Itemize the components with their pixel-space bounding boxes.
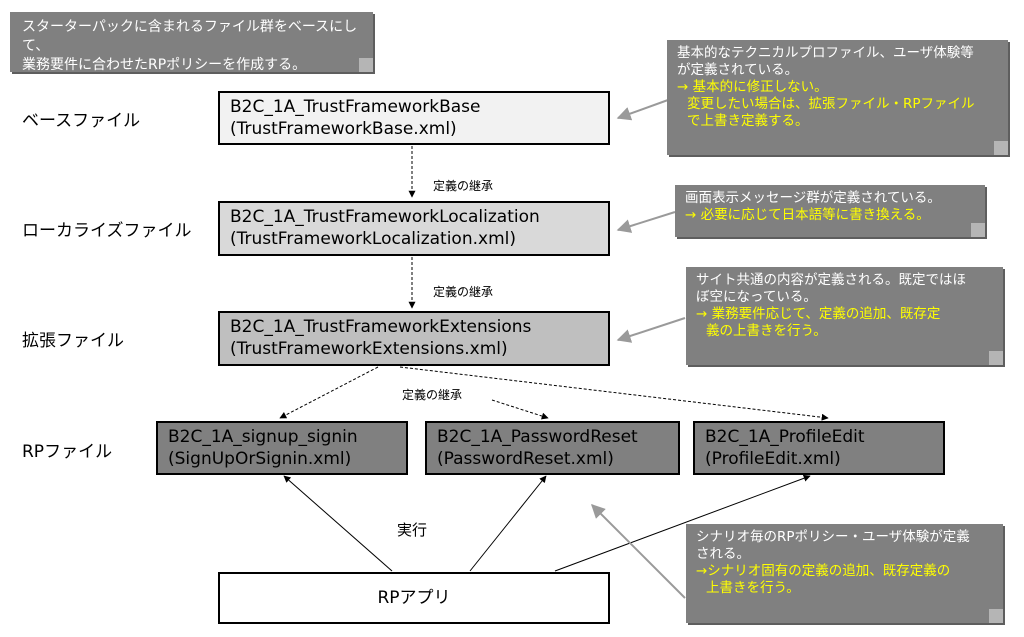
intro-note: スターターパックに含まれるファイル群をベースにして、 業務要件に合わせたRPポリ… [10,12,373,73]
localization-note-fold [971,223,985,237]
inherit-arrow-extensions-signup [279,366,379,419]
rp-password-xml: (PasswordReset.xml) [437,449,614,469]
extensions-file-box: B2C_1A_TrustFrameworkExtensions (TrustFr… [218,311,610,366]
row-label-localization: ローカライズファイル [22,221,192,241]
inherit-arrow-extensions-profile [399,366,829,421]
extensions-note-line-1: サイト共通の内容が定義される。既定ではほ [696,272,966,288]
execute-arrow-signup [283,475,393,572]
rp-profile-name: B2C_1A_ProfileEdit [705,427,865,447]
extensions-file-name: B2C_1A_TrustFrameworkExtensions [230,317,532,337]
base-note-line-2: が定義されている。 [677,62,799,78]
base-file-name: B2C_1A_TrustFrameworkBase [230,97,481,117]
callout-arrow-rp [591,504,686,599]
inherit-label-3: 定義の継承 [402,388,463,402]
row-label-extensions: 拡張ファイル [22,331,124,351]
rp-profile-xml: (ProfileEdit.xml) [705,449,841,469]
base-file-box: B2C_1A_TrustFrameworkBase (TrustFramewor… [218,91,610,145]
extensions-note-fold [989,351,1003,365]
rp-note: シナリオ毎のRPポリシー・ユーザ体験が定義 される。 →シナリオ固有の定義の追加… [686,524,1003,623]
localization-file-xml: (TrustFrameworkLocalization.xml) [230,229,516,249]
extensions-file-xml: (TrustFrameworkExtensions.xml) [230,339,508,359]
callout-arrow-extensions [616,317,686,343]
row-label-base: ベースファイル [22,111,141,131]
rp-password-name: B2C_1A_PasswordReset [437,427,638,447]
inherit-label-2: 定義の継承 [433,285,494,299]
rp-note-emphasis-2: 上書きを行う。 [706,580,800,596]
base-note-emphasis-1: → 基本的に修正しない。 [677,79,828,95]
intro-note-line-2: 業務要件に合わせたRPポリシーを作成する。 [22,57,307,73]
rp-note-line-1: シナリオ毎のRPポリシー・ユーザ体験が定義 [696,529,970,545]
rp-signup-name: B2C_1A_signup_signin [168,427,358,447]
rp-note-fold [989,609,1003,623]
localization-note-emphasis-1: → 必要に応じて日本語等に書き換える。 [685,207,930,223]
inherit-arrow-extensions-password [491,399,549,420]
rp-password-box: B2C_1A_PasswordReset (PasswordReset.xml) [425,421,680,475]
rp-app-box: RPアプリ [218,572,610,624]
extensions-note: サイト共通の内容が定義される。既定ではほ ぼ空になっている。 → 業務要件応じて… [686,267,1003,365]
localization-note-line-1: 画面表示メッセージ群が定義されている。 [685,190,941,206]
localization-file-name: B2C_1A_TrustFrameworkLocalization [230,207,540,227]
execute-arrow-profile [554,474,811,572]
base-note-fold [994,141,1008,155]
base-file-xml: (TrustFrameworkBase.xml) [230,119,457,139]
rp-signup-box: B2C_1A_signup_signin (SignUpOrSignin.xml… [156,421,408,475]
base-note-emphasis-2: 変更したい場合は、拡張ファイル・RPファイル [687,96,975,112]
rp-signup-xml: (SignUpOrSignin.xml) [168,449,352,469]
rp-profile-box: B2C_1A_ProfileEdit (ProfileEdit.xml) [693,421,945,475]
rp-app-label: RPアプリ [377,588,451,608]
execute-label: 実行 [397,521,428,539]
row-label-rp: RPファイル [22,442,113,462]
inherit-label-1: 定義の継承 [433,179,494,193]
extensions-note-line-2: ぼ空になっている。 [696,289,817,305]
localization-note: 画面表示メッセージ群が定義されている。 → 必要に応じて日本語等に書き換える。 [675,185,985,237]
base-note-emphasis-3: で上書き定義する。 [687,113,809,129]
extensions-note-emphasis-1: → 業務要件応じて、定義の追加、既存定 [696,306,941,322]
rp-note-line-2: される。 [696,546,750,562]
intro-note-fold [359,58,373,72]
base-note: 基本的なテクニカルプロファイル、ユーザ体験等 が定義されている。 → 基本的に修… [667,40,1008,155]
intro-note-line-1: スターターパックに含まれるファイル群をベースにして、 [22,19,358,54]
rp-note-emphasis-1: →シナリオ固有の定義の追加、既存定義の [696,563,951,579]
execute-arrow-password [469,475,547,572]
extensions-note-emphasis-2: 義の上書きを行う。 [706,323,827,339]
localization-file-box: B2C_1A_TrustFrameworkLocalization (Trust… [218,201,610,256]
base-note-line-1: 基本的なテクニカルプロファイル、ユーザ体験等 [677,45,974,61]
callout-arrow-localization [616,211,676,233]
callout-arrow-base [616,99,669,121]
